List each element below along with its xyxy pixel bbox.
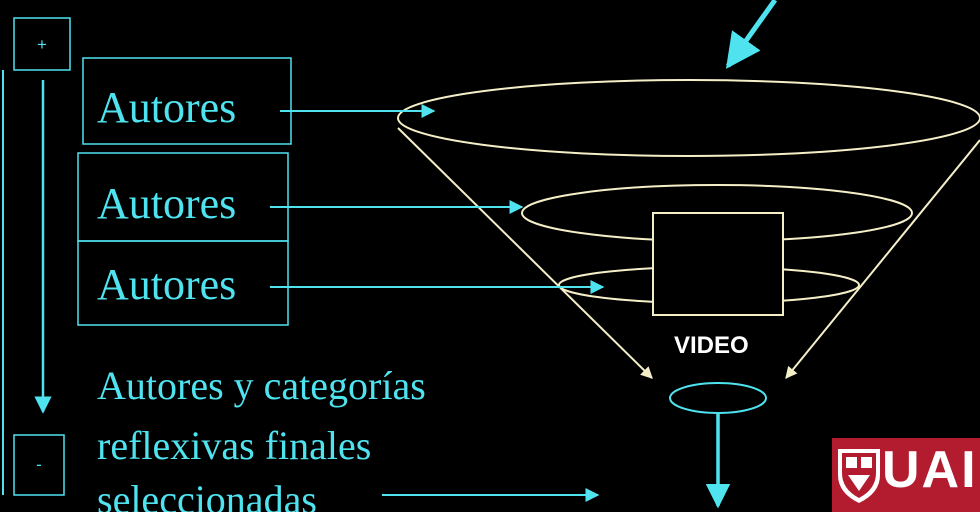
uai-logo: UAI xyxy=(832,438,980,512)
funnel-exit xyxy=(669,382,767,414)
video-box xyxy=(652,212,784,316)
author-label-2: Autores xyxy=(97,179,237,228)
plus-label: + xyxy=(37,35,47,54)
final-text-line-3: seleccionadas xyxy=(97,477,317,512)
video-label: VIDEO xyxy=(674,332,749,359)
final-text-line-1: Autores y categorías xyxy=(97,363,426,408)
plus-box xyxy=(13,17,71,71)
logo-text: UAI xyxy=(882,441,978,499)
cone-right-side xyxy=(785,139,980,379)
minus-label: - xyxy=(36,455,42,474)
final-text-line-2: reflexivas finales xyxy=(97,423,372,468)
incoming-arrow xyxy=(725,0,778,69)
cone-left-side xyxy=(397,127,653,379)
author-label-3: Autores xyxy=(97,260,237,309)
minus-box xyxy=(13,434,65,496)
logo-shield-icon xyxy=(838,449,880,503)
author-label-1: Autores xyxy=(97,83,237,132)
funnel-level-1 xyxy=(397,79,980,157)
author-box-3 xyxy=(77,240,289,326)
author-box-1 xyxy=(82,57,292,145)
